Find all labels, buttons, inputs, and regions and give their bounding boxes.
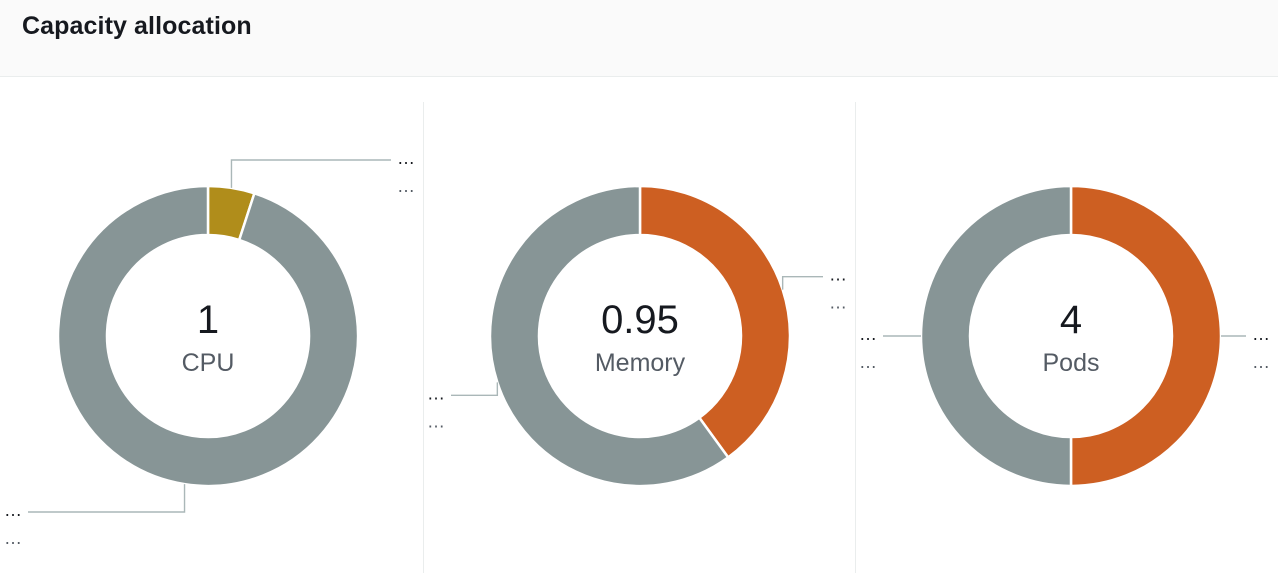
panel-divider-2 (855, 102, 856, 573)
leader-line (230, 159, 391, 188)
segment-label: … (4, 500, 22, 520)
donut-segment[interactable] (56, 184, 360, 488)
segment-sublabel: … (427, 411, 445, 431)
center-value: 1 (197, 298, 219, 342)
leader-line (781, 275, 823, 290)
donut-segment[interactable] (1069, 184, 1223, 488)
segment-label: … (859, 324, 877, 344)
segment-sublabel: … (4, 528, 22, 548)
donut-segment[interactable] (638, 184, 792, 460)
segment-label: … (829, 265, 847, 285)
leader-line (28, 484, 186, 513)
center-label: CPU (182, 349, 235, 377)
segment-sublabel: … (397, 176, 415, 196)
segment-sublabel: … (859, 352, 877, 372)
segment-label: … (1252, 324, 1270, 344)
donut-segment[interactable] (919, 184, 1073, 488)
panel-divider-1 (423, 102, 424, 573)
leader-line (451, 382, 499, 397)
center-label: Memory (595, 349, 686, 377)
segment-sublabel: … (1252, 352, 1270, 372)
center-label: Pods (1043, 349, 1100, 377)
capacity-allocation-header: Capacity allocation (0, 0, 1278, 77)
segment-label: … (397, 148, 415, 168)
center-value: 0.95 (601, 298, 679, 342)
segment-label: … (427, 383, 445, 403)
center-value: 4 (1060, 298, 1082, 342)
segment-sublabel: … (829, 293, 847, 313)
section-title: Capacity allocation (22, 12, 252, 40)
donut-segment[interactable] (488, 184, 730, 488)
